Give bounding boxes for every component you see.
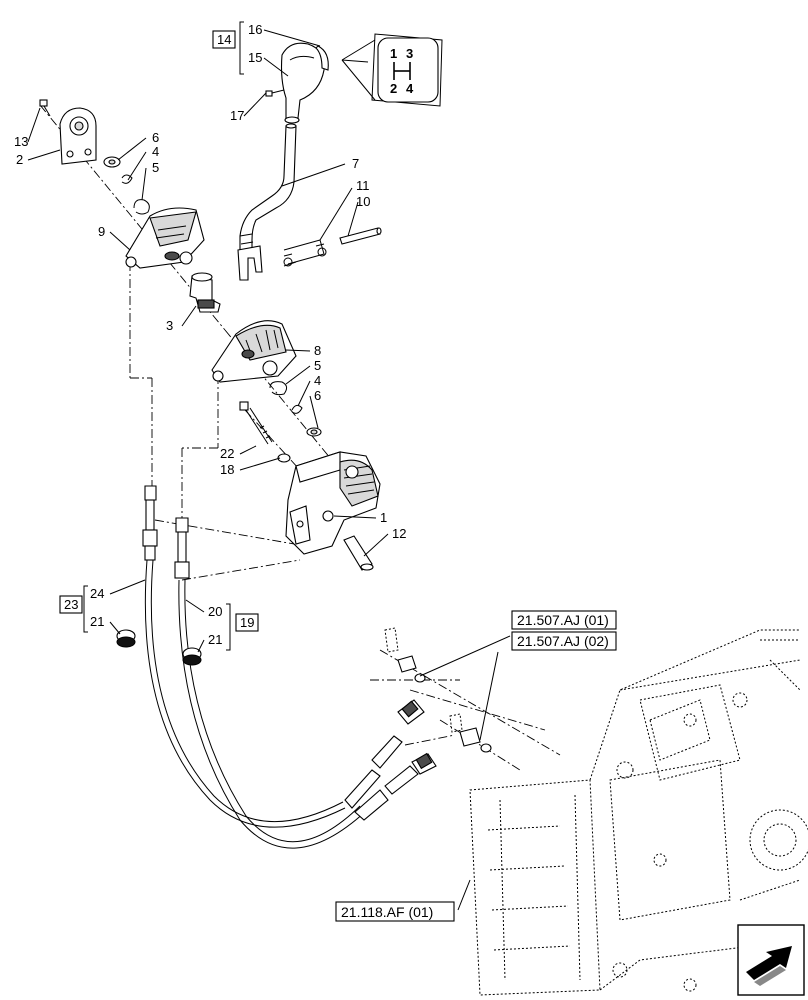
shift-knob [280,42,329,124]
callout-24: 24 [90,586,104,601]
callout-13: 13 [14,134,28,149]
washer-6-lower [306,427,322,437]
reference-21-507-aj-02[interactable]: 21.507.AJ (02) [517,633,609,649]
callout-4-top: 4 [152,144,159,159]
shift-gear-4: 4 [406,81,414,96]
gear-lever [237,123,297,281]
callout-3: 3 [166,318,173,333]
assembly-axis-lines [39,104,561,771]
screw-17 [265,89,285,97]
group-label-23: 23 [59,595,83,614]
callout-1: 1 [380,510,387,525]
washer-18 [277,453,291,463]
shift-pattern-frame [377,37,439,103]
bolt-13 [39,99,51,117]
reference-box-3[interactable]: 21.118.AF (01) [335,901,455,922]
washer-6-top [103,156,121,168]
washer-4-lower [291,404,303,414]
callout-17: 17 [230,108,244,123]
shift-pattern-badge: 1 3 2 4 [341,33,443,107]
pivot-3 [189,272,221,313]
callout-4-lower: 4 [314,373,321,388]
group-number-23: 23 [64,597,78,612]
callout-20: 20 [208,604,222,619]
shift-gear-1: 1 [390,46,397,61]
callout-6-lower: 6 [314,388,321,403]
group-brackets [83,21,244,651]
reference-box-2[interactable]: 21.507.AJ (02) [511,631,617,651]
callout-11: 11 [356,178,370,193]
reference-21-507-aj-01[interactable]: 21.507.AJ (01) [517,612,609,628]
callout-6-top: 6 [152,130,159,145]
circlip-5-top [133,199,150,215]
pin-12 [343,535,374,571]
callout-numbers: 13 2 6 4 5 9 3 8 5 4 6 7 11 10 22 18 1 1… [14,22,406,647]
shift-gear-3: 3 [406,46,413,61]
plate-9 [125,207,205,269]
housing-1 [285,451,381,555]
circlip-5-lower [269,381,288,396]
bolt-22 [239,401,273,445]
group-number-14: 14 [217,32,231,47]
callout-9: 9 [98,224,105,239]
callout-2: 2 [16,152,23,167]
reference-box-1[interactable]: 21.507.AJ (01) [511,610,617,630]
washer-4-top [121,174,133,184]
cable-20 [174,517,437,849]
next-page-arrow-icon[interactable] [737,924,805,996]
shift-gear-2: 2 [390,81,397,96]
group-number-19: 19 [240,615,254,630]
cable-24 [142,485,425,828]
spring-clip-11 [283,239,327,267]
callout-5-top: 5 [152,160,159,175]
callout-8: 8 [314,343,321,358]
cable-bracket-upper [384,627,426,683]
group-label-19: 19 [235,613,259,632]
callout-22: 22 [220,446,234,461]
callout-21-left: 21 [90,614,104,629]
grommet-21-left [116,629,136,648]
callout-10: 10 [356,194,370,209]
callout-18: 18 [220,462,234,477]
callout-7: 7 [352,156,359,171]
leader-lines [27,29,511,911]
callout-16: 16 [248,22,262,37]
callout-12: 12 [392,526,406,541]
cable-bracket-lower [449,713,492,753]
pin-10 [339,227,382,245]
callout-21-right: 21 [208,632,222,647]
grommet-21-right [182,647,202,666]
reference-21-118-af-01[interactable]: 21.118.AF (01) [341,904,433,920]
group-label-14: 14 [212,30,236,49]
quadrant-8 [211,320,297,383]
callout-5-lower: 5 [314,358,321,373]
callout-15: 15 [248,50,262,65]
bracket-2 [59,107,97,165]
